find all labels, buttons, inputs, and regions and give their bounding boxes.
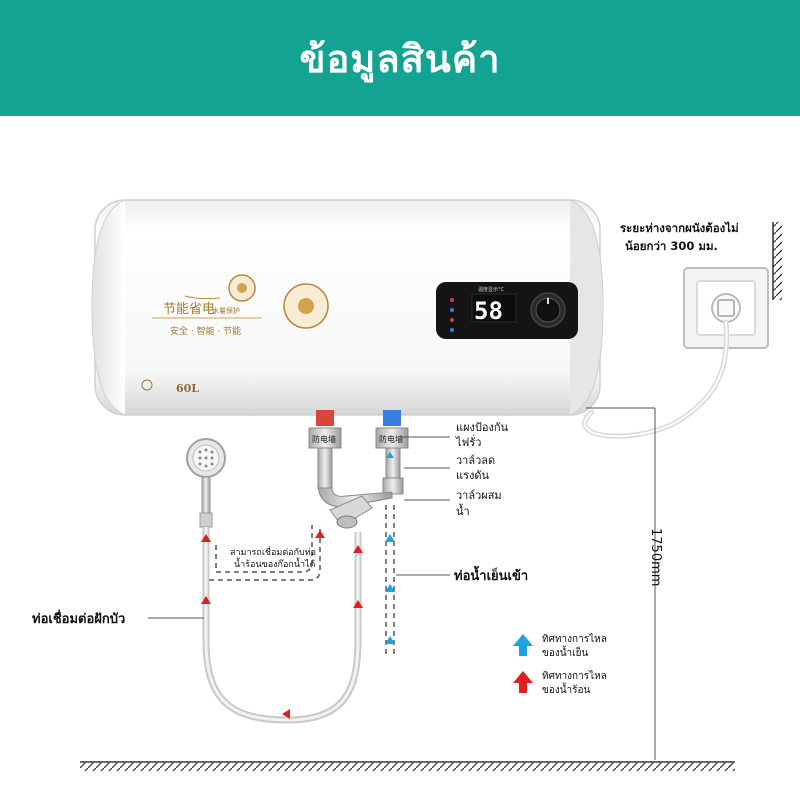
connect-note-2: น้ำร้อนของก๊อกน้ำได้ — [234, 557, 316, 570]
legend-cold-2: ของน้ำเย็น — [542, 645, 588, 659]
brand-cn: 节能省电 — [163, 302, 215, 317]
hot-arrow-icon — [513, 671, 533, 693]
shower-hose-label: ท่อเชื่อมต่อฝักบัว — [32, 609, 125, 627]
page-header: ข้อมูลสินค้า — [0, 0, 800, 116]
legend-cold: ทิศทางการไหล ของน้ำเย็น — [513, 633, 607, 659]
hot-flow-arrows — [201, 530, 363, 719]
brand-logo-icon — [141, 379, 153, 391]
distance-label-line1: ระยะห่างจากผนังต้องไม่ — [620, 221, 739, 235]
temperature-knob[interactable] — [530, 292, 566, 328]
mixing-valve-assembly — [317, 447, 404, 529]
legend-hot-2: ของน้ำร้อน — [542, 682, 591, 696]
mixing-valve-label-2: น้ำ — [456, 503, 470, 518]
wall — [772, 222, 782, 300]
temperature-display: 58 — [474, 297, 503, 325]
dashed-hot-pipe — [207, 525, 321, 581]
anti-shock-label-2: ไฟรั่ว — [455, 434, 481, 449]
legend-hot: ทิศทางการไหล ของน้ำร้อน — [513, 670, 607, 696]
cold-arrow-icon — [513, 634, 533, 656]
shower-head-icon — [186, 438, 226, 528]
leader-lines — [148, 407, 656, 760]
installation-diagram: 节能省电 水量保护 安全 · 智能 · 节能 60L 温度显示°C 58 防电墙… — [32, 199, 782, 771]
valve-tag-hot: 防电墙 — [312, 434, 336, 444]
dashed-cold-pipe — [385, 505, 395, 655]
display-caption: 温度显示°C — [478, 286, 505, 293]
slogan-cn: 安全 · 智能 · 节能 — [170, 325, 241, 337]
connect-note-1: สามารถเชื่อมต่อกับท่อ — [230, 545, 316, 558]
distance-label-line2: น้อยกว่า 300 มม. — [625, 239, 718, 253]
flower-decoration — [184, 274, 329, 329]
floor — [80, 761, 735, 771]
pressure-valve-label-1: วาล์วลด — [456, 454, 495, 467]
capacity-label: 60L — [176, 382, 199, 395]
power-outlet — [683, 267, 769, 349]
water-heater-tank — [91, 199, 604, 416]
pressure-valve-label-2: แรงดัน — [456, 469, 490, 482]
brand-cn-small: 水量保护 — [212, 306, 240, 315]
cold-inlet-label: ท่อน้ำเย็นเข้า — [454, 565, 528, 584]
valve-tag-cold: 防电墙 — [379, 434, 403, 444]
mixing-valve-label-1: วาล์วผสม — [456, 489, 502, 502]
legend-cold-1: ทิศทางการไหล — [542, 633, 607, 645]
height-label: 1750mm — [648, 528, 663, 586]
cold-inlet-stub — [375, 410, 409, 449]
page-title: ข้อมูลสินค้า — [299, 36, 501, 81]
cold-flow-arrows — [385, 452, 395, 644]
anti-shock-label-1: แผงป้องกัน — [456, 421, 509, 434]
legend-hot-1: ทิศทางการไหล — [542, 670, 607, 682]
